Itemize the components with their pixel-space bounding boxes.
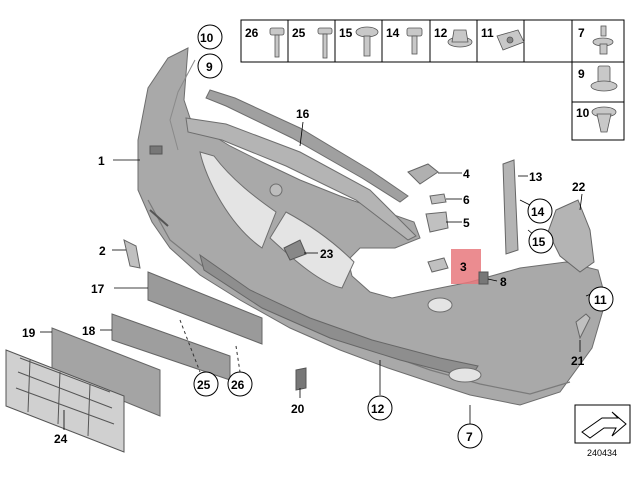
part-23-bracket [283, 239, 307, 261]
screw-14-icon [406, 27, 423, 55]
callout-5: 5 [463, 216, 470, 230]
front-bumper-cover [137, 47, 607, 406]
callout-10: 10 [200, 31, 214, 45]
callout-2: 2 [99, 244, 106, 258]
rivet-7-icon [592, 25, 614, 55]
callout-3: 3 [460, 260, 467, 274]
callout-7: 7 [466, 430, 473, 444]
circled-callouts [193, 24, 614, 449]
legend-label-26: 26 [245, 26, 259, 40]
callout-24: 24 [54, 432, 68, 446]
legend-label-9: 9 [578, 67, 585, 81]
part-5-clip [425, 211, 449, 233]
orientation-arrow-icon [574, 404, 631, 444]
dashed-leaders [179, 319, 241, 373]
clip-9-icon [590, 65, 618, 92]
screw-15-icon [355, 26, 379, 57]
legend-label-25: 25 [292, 26, 306, 40]
drawing-number: 240434 [587, 448, 617, 458]
callout-9: 9 [206, 60, 213, 74]
callout-25: 25 [197, 378, 211, 392]
callout-23: 23 [320, 247, 334, 261]
part-21-bracket [575, 313, 591, 340]
callout-6: 6 [463, 193, 470, 207]
callout-11: 11 [594, 293, 607, 307]
screw-25-icon [317, 27, 333, 59]
nut-12-icon [447, 29, 473, 48]
callout-12: 12 [371, 402, 385, 416]
callout-14: 14 [531, 205, 545, 219]
callout-16: 16 [296, 107, 310, 121]
callout-21: 21 [571, 354, 585, 368]
part-4-cap [407, 163, 439, 185]
legend-label-7: 7 [578, 26, 585, 40]
callout-19: 19 [22, 326, 36, 340]
screw-26-icon [269, 27, 285, 58]
legend-label-10: 10 [576, 106, 590, 120]
fastener-legend: 26 25 15 14 12 11 7 9 10 [240, 19, 625, 141]
callout-1: 1 [98, 154, 105, 168]
legend-label-11: 11 [481, 26, 494, 40]
plate-grid-24 [5, 349, 125, 453]
legend-label-14: 14 [386, 26, 400, 40]
part-3-cover [427, 257, 449, 273]
clip-11-icon [496, 29, 525, 51]
callout-18: 18 [82, 324, 96, 338]
callout-22: 22 [572, 180, 586, 194]
part-22-bracket [547, 199, 595, 273]
legend-label-12: 12 [434, 26, 448, 40]
upper-trim-strip [185, 89, 417, 241]
part-20-bracket [295, 367, 307, 391]
callout-15: 15 [532, 235, 546, 249]
plate-base-17 [147, 271, 263, 345]
part-2-grille [123, 239, 141, 269]
part-13-bracket [502, 159, 519, 255]
part-8-bracket [478, 271, 489, 285]
callout-8: 8 [500, 275, 507, 289]
part-6-bracket [429, 193, 447, 205]
callout-26: 26 [231, 378, 245, 392]
callout-4: 4 [463, 167, 470, 181]
legend-label-15: 15 [339, 26, 353, 40]
callout-13: 13 [529, 170, 543, 184]
rivet-10-icon [591, 106, 617, 133]
callout-17: 17 [91, 282, 105, 296]
callout-20: 20 [291, 402, 305, 416]
part-3-highlight: 3 [451, 249, 481, 284]
plate-base-19 [51, 327, 161, 417]
